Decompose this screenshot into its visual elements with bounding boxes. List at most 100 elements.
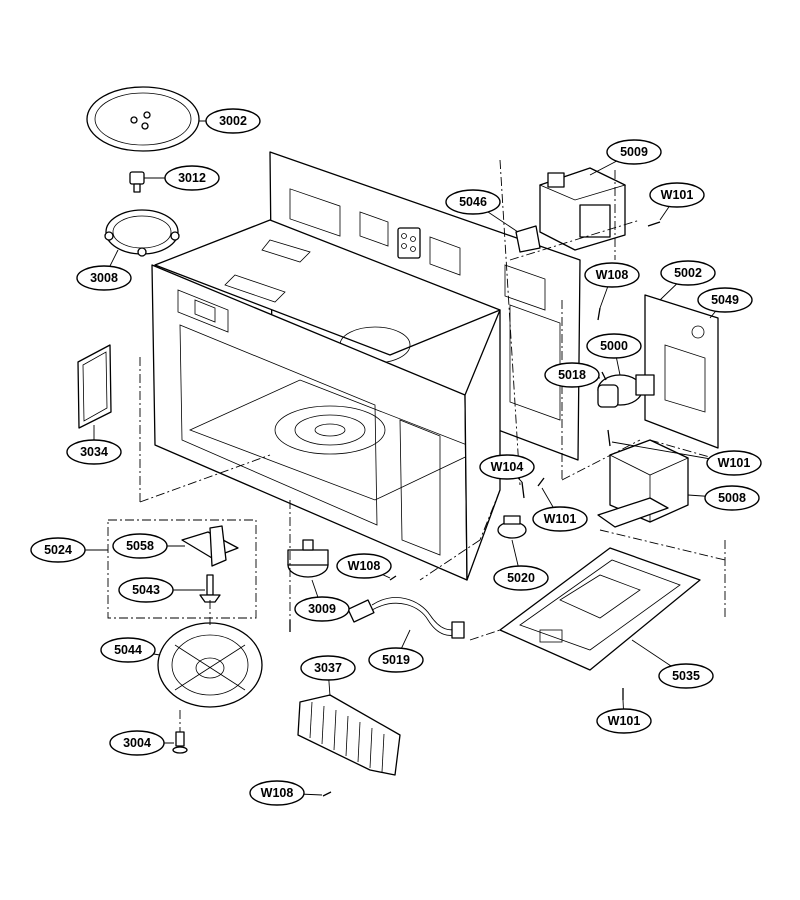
callout-oval <box>100 637 156 663</box>
callout-oval <box>76 265 132 291</box>
part-stirrer-shaft <box>199 574 221 603</box>
callout-3012: 3012 <box>144 165 220 191</box>
callout-oval <box>445 189 501 215</box>
callout-oval <box>606 139 662 165</box>
callout-label: W108 <box>596 268 629 282</box>
callout-label: 5044 <box>114 643 142 657</box>
callout-oval <box>493 565 549 591</box>
callout-5024: 5024 <box>30 537 108 563</box>
callout-label: 5018 <box>558 368 586 382</box>
callout-w108-top: W108 <box>584 262 640 309</box>
callout-5018: 5018 <box>544 362 601 388</box>
callout-label: W101 <box>544 512 577 526</box>
callout-w108-bottom: W108 <box>249 780 323 806</box>
callout-5009: 5009 <box>589 139 662 176</box>
callout-w101-bottom: W101 <box>596 699 652 734</box>
callout-oval <box>649 182 705 208</box>
callout-5046: 5046 <box>445 189 519 233</box>
part-stud <box>172 731 188 754</box>
callout-3008: 3008 <box>76 249 132 291</box>
part-screws <box>289 221 661 797</box>
assembly-lines <box>139 159 726 732</box>
callout-label: 5046 <box>459 195 487 209</box>
callout-oval <box>704 485 760 511</box>
callout-label: 5049 <box>711 293 739 307</box>
callout-label: W104 <box>491 460 524 474</box>
part-base-plate <box>499 547 701 671</box>
callout-5000: 5000 <box>586 333 642 376</box>
part-thermostat <box>497 515 527 539</box>
callout-5058: 5058 <box>112 533 185 559</box>
callout-label: 5024 <box>44 543 72 557</box>
callout-3034: 3034 <box>66 425 122 465</box>
callout-3037: 3037 <box>300 655 356 697</box>
callout-label: 3012 <box>178 171 206 185</box>
callout-oval <box>66 439 122 465</box>
callout-label: 5008 <box>718 491 746 505</box>
callout-w101-top: W101 <box>649 182 705 221</box>
callout-oval <box>164 165 220 191</box>
callout-w108-mid: W108 <box>336 553 392 579</box>
callout-label: 3034 <box>80 445 108 459</box>
callout-oval <box>596 708 652 734</box>
callout-label: 5020 <box>507 571 535 585</box>
callout-5020: 5020 <box>493 539 549 591</box>
callout-oval <box>205 108 261 134</box>
callout-label: 5002 <box>674 266 702 280</box>
callout-oval <box>118 577 174 603</box>
part-grille <box>297 694 401 776</box>
callout-oval <box>294 596 350 622</box>
part-stirrer-blade <box>181 525 239 567</box>
callout-oval <box>586 333 642 359</box>
part-bracket-5046 <box>515 225 541 253</box>
callout-label: 5043 <box>132 583 160 597</box>
callout-oval <box>249 780 305 806</box>
part-wire-harness <box>347 597 465 639</box>
callout-label: 3002 <box>219 114 247 128</box>
callout-w101-right: W101 <box>611 441 762 476</box>
callout-oval <box>544 362 600 388</box>
callout-w104: W104 <box>479 454 535 483</box>
callout-label: 5035 <box>672 669 700 683</box>
callout-oval <box>30 537 86 563</box>
callout-label: 5009 <box>620 145 648 159</box>
part-stirrer-assembly-box <box>107 519 257 619</box>
callout-5019: 5019 <box>368 629 424 673</box>
callout-5008: 5008 <box>687 485 760 511</box>
callout-label: W108 <box>261 786 294 800</box>
callout-oval <box>336 553 392 579</box>
callout-3004: 3004 <box>109 730 174 756</box>
callout-oval <box>584 262 640 288</box>
part-roller-ring <box>104 209 180 257</box>
part-fan-housing <box>157 622 263 708</box>
callout-oval <box>658 663 714 689</box>
callout-3002: 3002 <box>199 108 261 134</box>
part-turntable-tray <box>86 86 200 152</box>
callout-oval <box>112 533 168 559</box>
callout-5049: 5049 <box>697 287 753 319</box>
callout-3009: 3009 <box>294 579 350 622</box>
callout-label: 5058 <box>126 539 154 553</box>
callout-oval <box>368 647 424 673</box>
part-coupler <box>129 171 145 193</box>
callout-label: W101 <box>718 456 751 470</box>
callout-oval <box>706 450 762 476</box>
callout-label: 3004 <box>123 736 151 750</box>
callout-label: W101 <box>608 714 641 728</box>
callout-oval <box>479 454 535 480</box>
callout-oval <box>532 506 588 532</box>
callout-oval <box>109 730 165 756</box>
callout-label: W108 <box>348 559 381 573</box>
callout-label: 3037 <box>314 661 342 675</box>
callout-label: W101 <box>661 188 694 202</box>
part-magnetron <box>538 167 627 251</box>
callout-5035: 5035 <box>631 639 714 689</box>
callout-5044: 5044 <box>100 637 161 663</box>
part-mounting-bracket <box>644 294 719 449</box>
callout-oval <box>660 260 716 286</box>
callout-label: 3008 <box>90 271 118 285</box>
callout-label: 3009 <box>308 602 336 616</box>
